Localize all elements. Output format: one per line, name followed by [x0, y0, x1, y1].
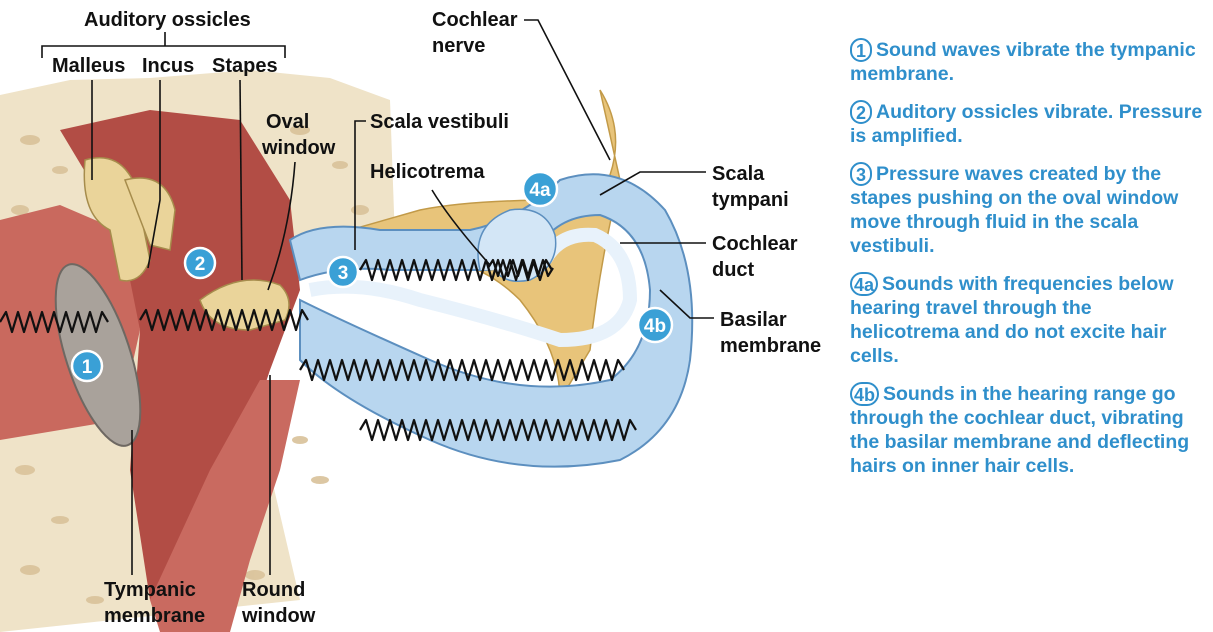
label-tympanic-membrane-line1: Tympanic	[104, 579, 196, 601]
label-round-window-line2: window	[241, 605, 316, 627]
step-number: 1	[850, 38, 872, 62]
label-basilar-membrane-line1: Basilar	[720, 309, 787, 331]
label-round-window-line1: Round	[242, 579, 305, 601]
label-scala-tympani-line1: Scala	[712, 163, 765, 185]
label-incus: Incus	[142, 55, 194, 77]
sound-wave-scala-tympani	[359, 418, 637, 442]
step-text: Sound waves vibrate the tympanic membran…	[850, 39, 1196, 85]
badge-step-4a: 4a	[521, 170, 559, 208]
label-stapes: Stapes	[212, 55, 278, 77]
cochlea-outer	[288, 173, 694, 468]
ossicles	[83, 157, 290, 331]
label-tympanic-membrane-line2: membrane	[104, 605, 205, 627]
svg-text:1: 1	[82, 357, 93, 378]
label-cochlear-duct-line1: Cochlear	[712, 233, 798, 255]
svg-text:2: 2	[195, 254, 206, 275]
ossicles-bracket	[41, 32, 286, 58]
step-number: 2	[850, 100, 872, 124]
label-cochlear-duct-line2: duct	[712, 259, 755, 281]
step-text: Auditory ossicles vibrate. Pressure is a…	[850, 101, 1203, 147]
sound-wave-cochlear-duct	[299, 358, 625, 382]
svg-text:4b: 4b	[644, 316, 666, 337]
label-scala-vestibuli: Scala vestibuli	[370, 111, 509, 133]
svg-text:3: 3	[338, 263, 349, 284]
label-scala-tympani-line2: tympani	[712, 189, 789, 211]
step-number: 4a	[850, 272, 879, 296]
cochlea-inner-duct	[308, 227, 638, 348]
sound-wave-helicotrema	[487, 258, 554, 278]
svg-text:4a: 4a	[529, 180, 551, 201]
leader-scala-tympani	[599, 171, 706, 196]
step-number: 4b	[850, 382, 880, 406]
sound-wave-outer-ear	[0, 310, 109, 334]
ear-cochlea-diagram: Auditory ossicles Malleus Incus Stapes O…	[0, 9, 821, 632]
label-cochlear-nerve-line2: nerve	[432, 35, 485, 57]
label-cochlear-nerve-line1: Cochlear	[432, 9, 518, 31]
leader-incus	[147, 80, 161, 269]
middle-ear-cavity	[60, 110, 300, 600]
leader-oval-window	[267, 161, 296, 291]
label-auditory-ossicles: Auditory ossicles	[84, 9, 251, 31]
label-basilar-membrane-line2: membrane	[720, 335, 821, 357]
badge-step-3: 3	[326, 255, 360, 289]
label-malleus: Malleus	[52, 55, 125, 77]
eustachian-tube	[150, 380, 300, 632]
leader-helicotrema	[431, 189, 491, 266]
label-oval-window-line1: Oval	[266, 111, 309, 133]
sound-wave-middle-ear	[139, 308, 309, 332]
label-oval-window-line2: window	[261, 137, 336, 159]
badge-step-4b: 4b	[636, 306, 674, 344]
leader-scala-vestibuli	[354, 120, 366, 250]
leader-cochlear-nerve	[524, 19, 611, 161]
badge-step-1: 1	[70, 349, 104, 383]
step-text: Sounds in the hearing range go through t…	[850, 383, 1190, 477]
step-text: Sounds with frequencies below hearing tr…	[850, 273, 1174, 367]
label-helicotrema: Helicotrema	[370, 161, 485, 183]
badge-step-2: 2	[183, 246, 217, 280]
step-text: Pressure waves created by the stapes pus…	[850, 163, 1179, 257]
step-number: 3	[850, 162, 872, 186]
leader-stapes	[239, 79, 243, 281]
leader-basilar-membrane	[659, 289, 714, 319]
